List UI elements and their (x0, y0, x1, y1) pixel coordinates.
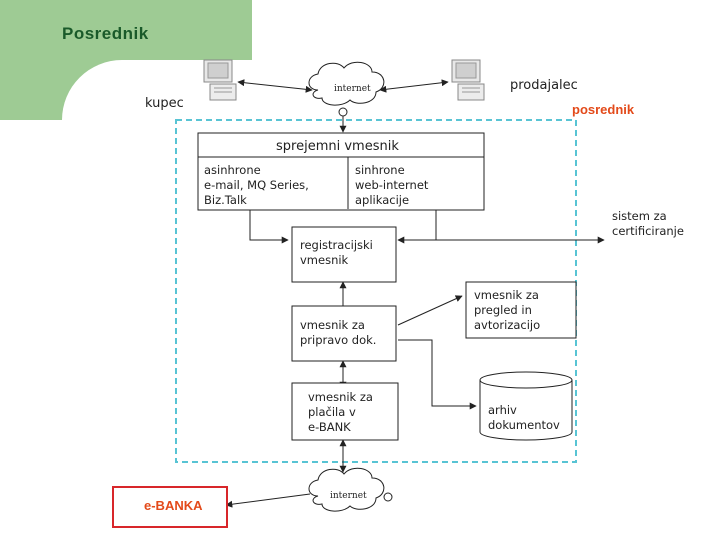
arrow-kupec-internet (237, 79, 313, 93)
arhiv-label: arhiv dokumentov (488, 403, 560, 432)
arrow-priprava-pregled (397, 295, 463, 326)
pregled-label: vmesnik za pregled in avtorizacijo (474, 288, 541, 332)
priprava-label: vmesnik za pripravo dok. (300, 318, 377, 347)
page-title: Posrednik (62, 24, 149, 43)
registracijski-box (291, 226, 397, 283)
arrow-internet-ebanka (225, 493, 311, 508)
prodajalec-label: prodajalec (510, 78, 578, 93)
registracijski-label: registracijski vmesnik (300, 238, 373, 267)
ebanka-box: e-BANKA (112, 486, 228, 528)
pregled-box (465, 281, 577, 339)
kupec-label: kupec (145, 96, 184, 111)
sprejemni-label: sprejemni vmesnik (276, 139, 399, 154)
computer-left-icon (203, 59, 237, 101)
sprejemni-box (197, 132, 485, 211)
arrow-priprava-arhiv (398, 339, 477, 410)
sinhrone-label: sinhrone web-internet aplikacije (355, 163, 429, 207)
ebanka-label: e-BANKA (144, 498, 203, 513)
internet-bottom-label: internet (330, 491, 367, 501)
line-sinhrone-registracijski (397, 210, 437, 244)
arrow-to-registracijski (249, 210, 289, 244)
internet-top-label: internet (334, 84, 371, 94)
sistem-label: sistem za certificiranje (612, 209, 684, 238)
priprava-box (291, 305, 397, 362)
asinhrone-label: asinhrone e-mail, MQ Series, Biz.Talk (204, 163, 309, 207)
cloud-bottom-icon (308, 467, 385, 512)
arrow-prodajalec-internet (379, 79, 449, 93)
posrednik-label: posrednik (572, 102, 635, 117)
placila-label: vmesnik za plačila v e-BANK (308, 390, 373, 434)
database-icon (479, 371, 573, 441)
computer-right-icon (451, 59, 485, 101)
